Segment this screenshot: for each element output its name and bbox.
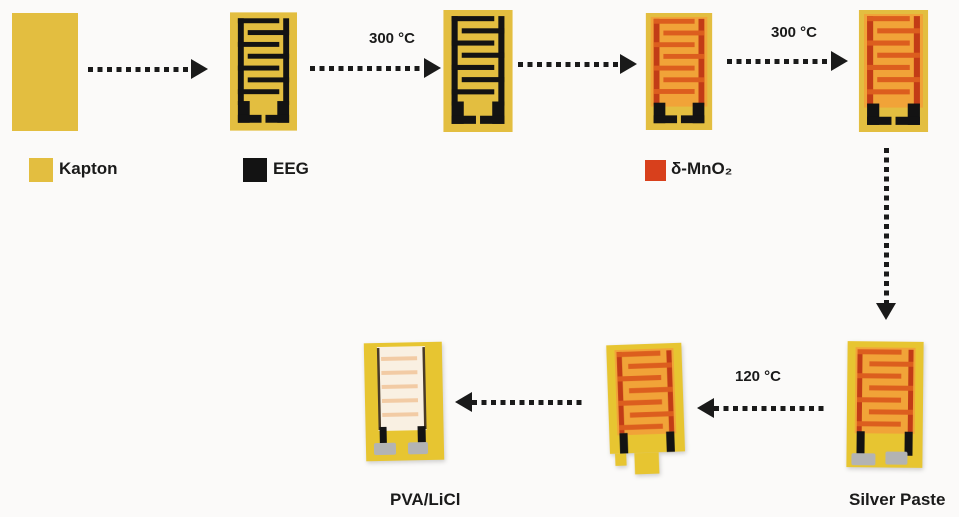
arrow-step3-icon: [518, 53, 637, 75]
contact-pads: [867, 103, 920, 125]
arrowhead-right-icon: [831, 51, 848, 71]
caption-pva-licl: PVA/LiCl: [390, 490, 461, 509]
silver-paste-pads: [373, 442, 429, 456]
kapton-substrate: [12, 13, 78, 131]
arrowhead-left-icon: [455, 392, 472, 412]
device-silver-paste: [846, 341, 924, 468]
device-pva-licl-gel: [363, 341, 445, 462]
gel-electrode-traces: [381, 356, 419, 417]
eeg-interdigitated-electrodes: [451, 16, 505, 124]
device-eeg-patterned-1: [230, 12, 297, 131]
arrowhead-right-icon: [620, 54, 637, 74]
arrow-step5-down-icon: [875, 148, 897, 320]
caption-silver-paste: Silver Paste: [849, 490, 946, 509]
device-mno2-coated-1: [645, 13, 713, 130]
anneal-temp-label-2: 300 °C: [770, 24, 818, 41]
device-mno2-coated-2: [858, 10, 929, 132]
arrow-step7-icon: [455, 391, 585, 413]
arrow-step1-icon: [88, 58, 208, 80]
dotted-line: [714, 405, 827, 411]
dry-temp-label: 120 °C: [734, 368, 782, 385]
mno2-rails: [653, 18, 705, 105]
mno2-fingers: [653, 18, 705, 94]
dotted-line: [472, 399, 585, 405]
legend-swatch-kapton: [29, 158, 53, 182]
substrate-tab: [634, 452, 660, 475]
arrowhead-right-icon: [191, 59, 208, 79]
eeg-interdigitated-electrodes: [237, 18, 290, 123]
contact-pads: [653, 102, 705, 124]
mno2-rails: [867, 16, 920, 106]
dotted-line: [88, 66, 191, 72]
arrowhead-left-icon: [697, 398, 714, 418]
dotted-line: [727, 58, 831, 64]
arrow-step6-icon: [697, 397, 827, 419]
pva-gel-layer: [376, 346, 427, 432]
contact-strips: [856, 431, 913, 456]
dotted-line: [883, 148, 889, 303]
dotted-line: [518, 61, 620, 67]
legend-label-kapton: Kapton: [59, 159, 118, 178]
arrow-step4-icon: [727, 50, 848, 72]
legend-swatch-eeg: [243, 158, 267, 182]
mno2-fingers: [616, 350, 674, 431]
arrowhead-right-icon: [424, 58, 441, 78]
arrow-step2-icon: [310, 57, 441, 79]
silver-paste-pads: [851, 451, 908, 466]
mno2-fingers: [867, 16, 920, 95]
anneal-temp-label-1: 300 °C: [368, 30, 416, 47]
device-dried-mno2: [606, 342, 686, 475]
legend-label-eeg: EEG: [273, 159, 309, 178]
arrowhead-down-icon: [876, 303, 896, 320]
legend-swatch-mno2: [645, 160, 666, 181]
rail-edges: [376, 347, 427, 431]
legend-label-mno2: δ-MnO₂: [671, 159, 733, 178]
mno2-fingers: [856, 349, 914, 427]
contact-strips: [619, 431, 675, 454]
dotted-line: [310, 65, 424, 71]
device-eeg-patterned-2: [443, 10, 513, 132]
